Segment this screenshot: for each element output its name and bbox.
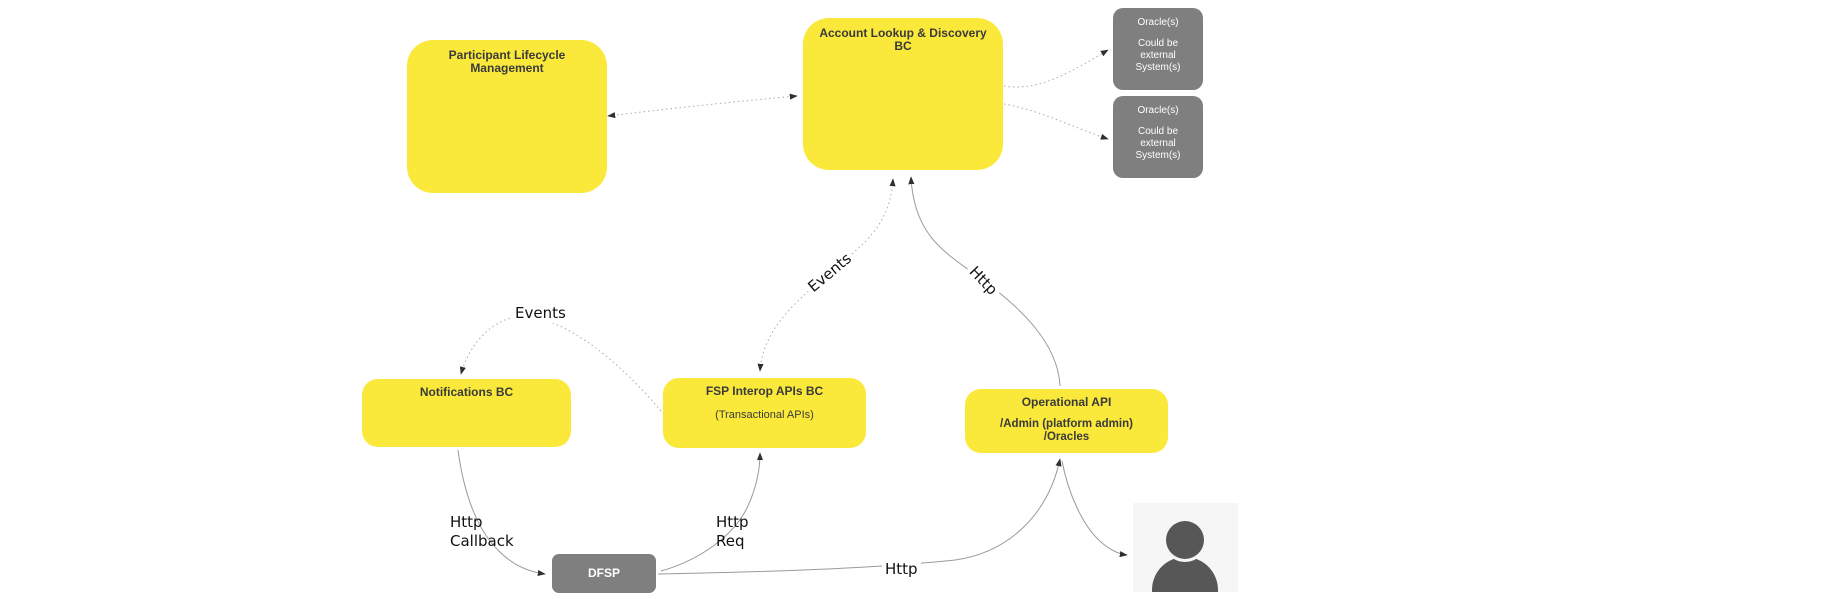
- edge-als-oracle-top: [1003, 49, 1109, 88]
- edge-http-dfsp-operational: [657, 458, 1062, 575]
- edge-participant-als: [607, 93, 798, 119]
- user-icon-head: [1166, 521, 1204, 559]
- node-note: Could be external System(s): [1135, 38, 1181, 73]
- edge-label-line: Http: [450, 513, 483, 531]
- node-title: DFSP: [587, 566, 620, 580]
- node-title: Oracle(s): [1137, 105, 1179, 116]
- node-subtitle: (Transactional APIs): [715, 409, 814, 421]
- node-fsp-interop-apis: FSP Interop APIs BC (Transactional APIs): [663, 378, 866, 448]
- node-title: Notifications BC: [419, 385, 514, 399]
- node-oracle-bottom: Oracle(s) Could be external System(s): [1113, 96, 1203, 178]
- edge-http-callback-notifications-dfsp: [457, 449, 546, 577]
- node-operational-api: Operational API /Admin (platform admin) …: [965, 389, 1168, 453]
- edge-als-oracle-bottom: [1003, 103, 1109, 140]
- node-oracle-top: Oracle(s) Could be external System(s): [1113, 8, 1203, 90]
- node-title: Operational API: [1021, 395, 1112, 409]
- node-note: Could be external System(s): [1135, 126, 1181, 161]
- edge-label-line: Callback: [450, 532, 514, 550]
- edge-label-line: Req: [716, 532, 745, 550]
- node-title: Oracle(s): [1137, 17, 1179, 28]
- edge-label-http-callback: Http Callback: [450, 513, 514, 551]
- node-dfsp: DFSP: [552, 554, 656, 593]
- edge-label-events: Events: [512, 304, 569, 323]
- edge-events-fsp-als: [757, 178, 896, 372]
- node-path-oracles: /Oracles: [1043, 431, 1090, 443]
- user-icon-body: [1152, 557, 1218, 592]
- edge-http-req-dfsp-fsp: [660, 452, 764, 572]
- node-title: FSP Interop APIs BC: [705, 384, 824, 398]
- edge-label-http: Http: [882, 560, 921, 579]
- edge-label-http-req: Http Req: [716, 513, 749, 551]
- edge-operational-user: [1061, 460, 1128, 558]
- user-icon: [1133, 503, 1238, 592]
- edge-label-line: Http: [716, 513, 749, 531]
- node-title: Account Lookup & Discovery BC: [819, 26, 987, 53]
- node-path-admin: /Admin (platform admin): [1000, 418, 1133, 430]
- node-account-lookup-discovery: Account Lookup & Discovery BC: [803, 18, 1003, 170]
- node-participant-lifecycle: Participant Lifecycle Management: [407, 40, 607, 193]
- node-title: Participant Lifecycle Management: [448, 48, 566, 75]
- node-notifications-bc: Notifications BC: [362, 379, 571, 447]
